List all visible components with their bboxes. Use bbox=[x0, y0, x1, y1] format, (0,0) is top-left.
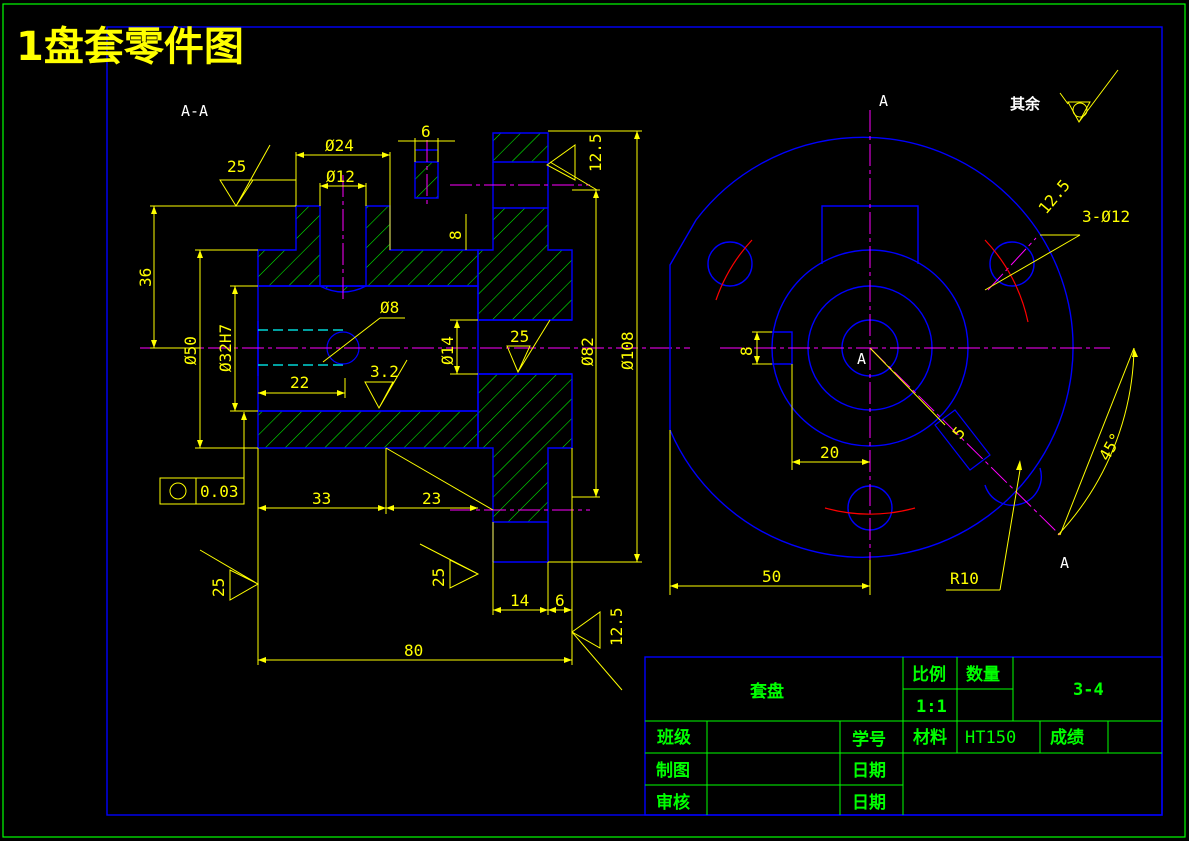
inner-frame bbox=[106, 26, 1163, 816]
section-dimension-texts: Ø24 Ø12 6 12.5 25 8 36 Ø50 Ø32H7 Ø8 Ø14 … bbox=[136, 122, 637, 660]
front-arrowheads bbox=[670, 332, 1138, 589]
dim-d32h7: Ø32H7 bbox=[216, 324, 235, 372]
title-block-grid bbox=[645, 657, 1162, 815]
dim-h36: 36 bbox=[136, 268, 155, 287]
dim-l23: 23 bbox=[422, 489, 441, 508]
label-a-top: A bbox=[879, 92, 888, 110]
dim-h8: 8 bbox=[446, 230, 465, 240]
dim-d14: Ø14 bbox=[438, 336, 457, 365]
dim-l33: 33 bbox=[312, 489, 331, 508]
roughness-note: 其余 bbox=[1010, 95, 1041, 113]
dim-roughness-25-a: 25 bbox=[227, 157, 246, 176]
dim-d82: Ø82 bbox=[578, 337, 597, 366]
dim-holes-3-d12: 3-Ø12 bbox=[1082, 207, 1130, 226]
title-block-texts: 套盘 比例 数量 1:1 3-4 班级 学号 材料 HT150 成绩 制图 日期… bbox=[656, 664, 1104, 813]
grade-label: 成绩 bbox=[1050, 727, 1084, 748]
review-label: 审核 bbox=[656, 792, 690, 813]
section-dimension-lines bbox=[150, 130, 642, 665]
section-label: A-A bbox=[181, 102, 208, 120]
dim-roughness-25-d: 25 bbox=[429, 568, 448, 587]
front-dimension-texts: A A A 其余 12.5 3-Ø12 8 5 20 45° 50 R10 bbox=[737, 92, 1130, 588]
tolerance-frame bbox=[159, 477, 245, 505]
section-view bbox=[140, 132, 690, 563]
dim-r12-5: 12.5 bbox=[1035, 176, 1074, 218]
label-a-center: A bbox=[857, 350, 866, 368]
part-name: 套盘 bbox=[749, 681, 784, 702]
dim-roughness-25-c: 25 bbox=[209, 578, 228, 597]
dim-roughness-12-5-top: 12.5 bbox=[586, 133, 605, 172]
dim-d24: Ø24 bbox=[325, 136, 354, 155]
dim-l50: 50 bbox=[762, 567, 781, 586]
date-label-2: 日期 bbox=[852, 793, 886, 813]
dim-r10: R10 bbox=[950, 569, 979, 588]
dim-l14: 14 bbox=[510, 591, 529, 610]
dim-l6: 6 bbox=[555, 591, 565, 610]
outer-profile bbox=[669, 136, 1074, 558]
drawing-title: 1盘套零件图 bbox=[16, 24, 244, 70]
dim-w6: 6 bbox=[421, 122, 431, 141]
label-a-bottom: A bbox=[1060, 554, 1069, 572]
dim-d8: Ø8 bbox=[380, 298, 399, 317]
dim-roughness-25-b: 25 bbox=[510, 327, 529, 346]
arrowheads bbox=[151, 131, 640, 663]
scale-value: 1:1 bbox=[916, 697, 947, 717]
drawn-label: 制图 bbox=[656, 760, 690, 781]
student-no-label: 学号 bbox=[852, 729, 886, 750]
dim-l80: 80 bbox=[404, 641, 423, 660]
quantity-label: 数量 bbox=[966, 664, 1000, 685]
date-label-1: 日期 bbox=[852, 761, 886, 781]
scale-label: 比例 bbox=[912, 664, 946, 685]
material-label: 材料 bbox=[913, 727, 947, 748]
material-value: HT150 bbox=[965, 728, 1016, 748]
dim-d50: Ø50 bbox=[181, 336, 200, 365]
front-view bbox=[669, 110, 1110, 575]
front-dimension-lines bbox=[669, 69, 1135, 595]
dim-l20: 20 bbox=[820, 443, 839, 462]
dim-l22: 22 bbox=[290, 373, 309, 392]
class-label: 班级 bbox=[657, 727, 691, 748]
dim-h8-front: 8 bbox=[737, 346, 756, 356]
outer-border bbox=[2, 3, 1186, 838]
dim-tolerance-value: 0.03 bbox=[200, 482, 239, 501]
drawing-number: 3-4 bbox=[1073, 680, 1104, 700]
dim-roughness-12-5-bot: 12.5 bbox=[607, 607, 626, 646]
dim-d12: Ø12 bbox=[326, 167, 355, 186]
roughness-symbols bbox=[199, 144, 623, 691]
dim-roughness-3-2: 3.2 bbox=[370, 362, 399, 381]
dim-d108: Ø108 bbox=[618, 331, 637, 370]
dim-w5: 5 bbox=[949, 423, 970, 443]
